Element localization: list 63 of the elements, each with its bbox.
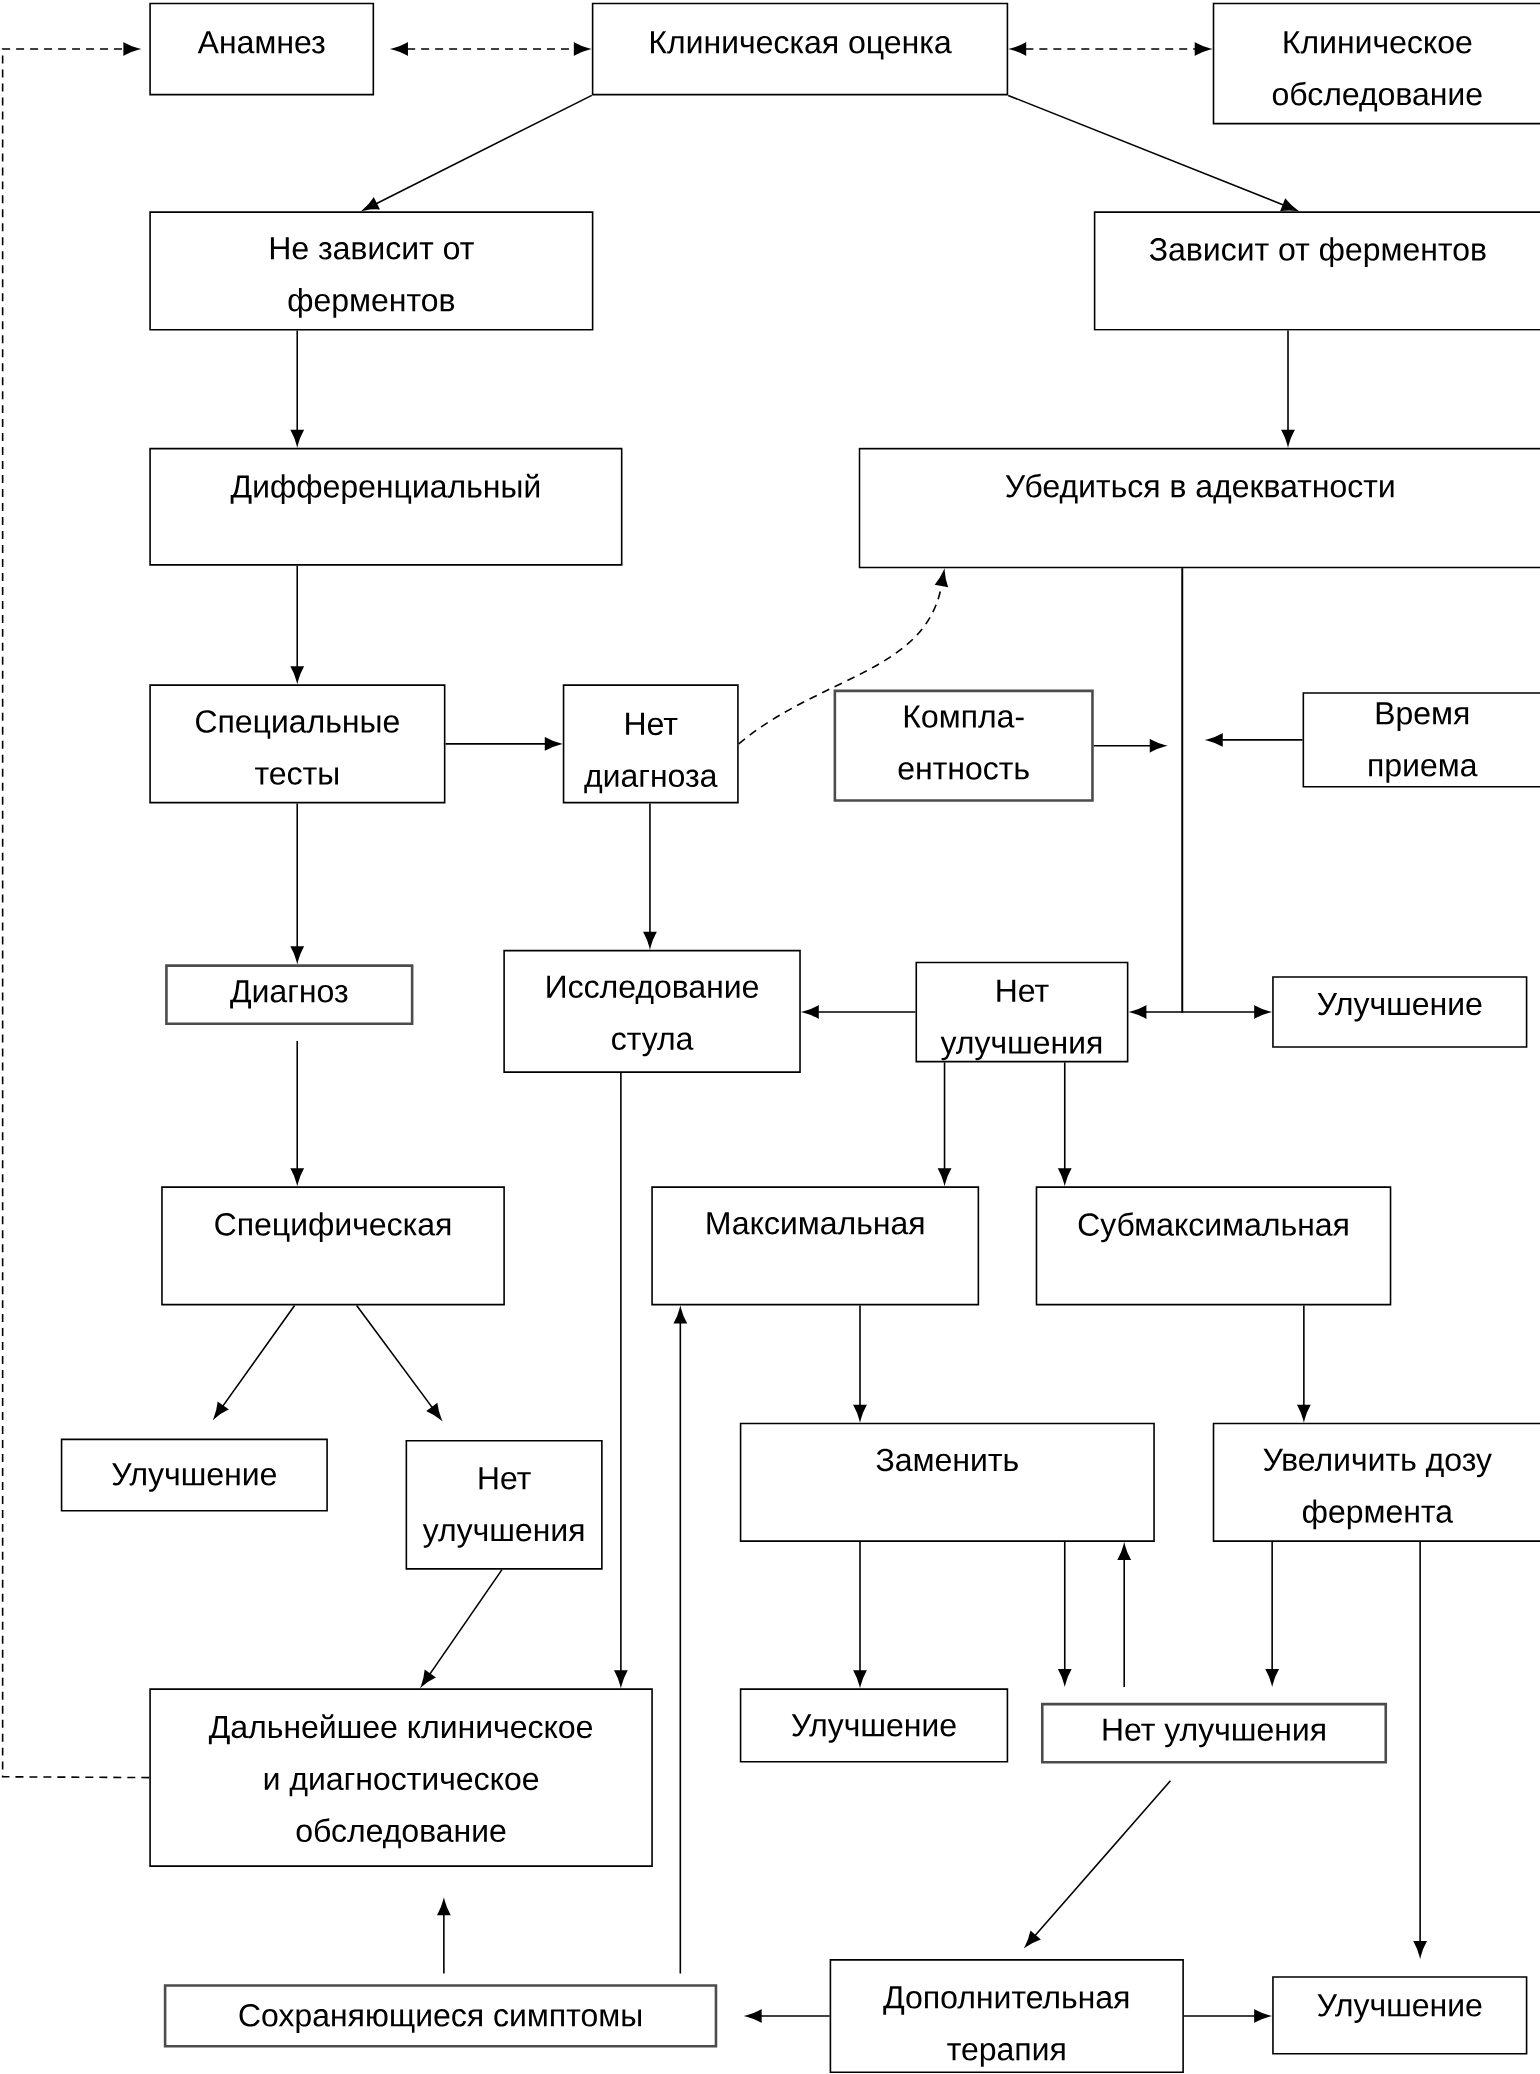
- process-box: Зависит от ферментов: [1093, 211, 1540, 331]
- process-box: Специальные тесты: [149, 684, 446, 804]
- dashed-arrow: [1, 42, 150, 1779]
- arrow: [853, 1304, 867, 1421]
- process-box: Клиническое обследование: [1212, 2, 1540, 125]
- arrow: [290, 1040, 304, 1184]
- arrow: [1007, 94, 1298, 211]
- arrow: [444, 737, 561, 751]
- arrow: [437, 1899, 451, 1975]
- process-box: Дополнительная терапия: [829, 1959, 1184, 2073]
- process-box: Нет улучшения: [405, 1439, 603, 1570]
- arrow: [1092, 739, 1166, 753]
- arrow: [290, 329, 304, 446]
- process-box: Специфическая: [161, 1186, 505, 1306]
- arrow: [362, 94, 593, 211]
- arrow: [673, 1307, 687, 1975]
- arrow: [1297, 1304, 1311, 1421]
- arrow: [1207, 733, 1304, 747]
- arrow: [1058, 1541, 1071, 1685]
- process-box: Убедиться в адекватности: [858, 447, 1540, 569]
- process-box: Время приема: [1302, 692, 1540, 788]
- arrow: [1181, 567, 1270, 1019]
- arrow: [1182, 2009, 1270, 2023]
- arrow: [1281, 329, 1295, 446]
- process-box: Улучшение: [739, 1688, 1009, 1763]
- arrow: [853, 1541, 867, 1686]
- process-box: Нет улучшения: [915, 961, 1129, 1063]
- process-box: Анамнез: [149, 2, 374, 96]
- arrow: [614, 1072, 628, 1686]
- process-box: Улучшение: [60, 1438, 328, 1512]
- process-box: Дальнейшее клиническое и диагностическое обследование: [149, 1688, 653, 1867]
- arrow: [420, 1568, 503, 1687]
- arrow: [745, 2009, 831, 2023]
- process-box: Сохраняющиеся симптомы: [163, 1984, 718, 2048]
- process-box: Диагноз: [165, 964, 414, 1026]
- arrow: [938, 1061, 951, 1184]
- process-box: Субмаксимальная: [1035, 1186, 1392, 1306]
- process-box: Улучшение: [1272, 1976, 1528, 2055]
- arrow: [290, 564, 304, 682]
- dashed-arrow: [737, 570, 948, 745]
- process-box: Не зависит от ферментов: [149, 211, 594, 331]
- process-box: Увеличить дозу фермента: [1212, 1422, 1540, 1542]
- arrow: [1265, 1541, 1279, 1685]
- arrow: [1058, 1061, 1071, 1184]
- process-box: Компла- ентность: [833, 689, 1094, 802]
- dashed-arrow: [1010, 42, 1211, 56]
- process-box: Максимальная: [651, 1186, 979, 1306]
- arrow: [643, 802, 657, 948]
- process-box: Клиническая оценка: [591, 2, 1009, 96]
- process-box: Нет диагноза: [562, 684, 739, 804]
- arrow: [355, 1304, 442, 1420]
- process-box: Улучшение: [1272, 976, 1528, 1048]
- arrow: [213, 1304, 296, 1419]
- process-box: Дифференциальный: [149, 447, 623, 566]
- arrow: [290, 802, 304, 962]
- process-box: Нет улучшения: [1040, 1702, 1387, 1764]
- arrow: [1413, 1541, 1427, 1957]
- arrow: [1024, 1779, 1172, 1947]
- dashed-arrow: [392, 42, 590, 56]
- process-box: Исследование стула: [503, 949, 801, 1073]
- arrow: [1117, 1544, 1131, 1688]
- process-box: Заменить: [739, 1422, 1155, 1542]
- arrow: [803, 1005, 917, 1019]
